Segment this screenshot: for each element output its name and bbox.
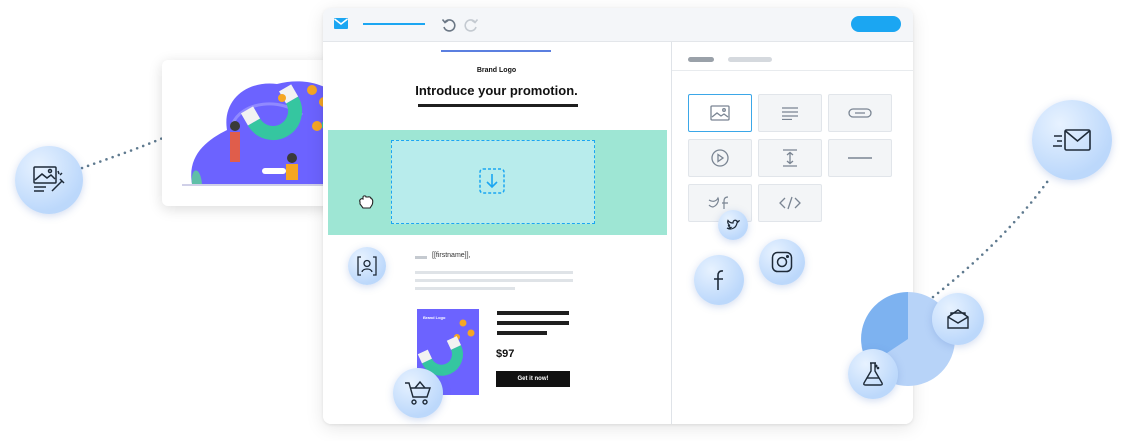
image-dropzone[interactable] [391, 140, 595, 224]
download-arrow-icon [479, 168, 505, 194]
headline-underline [418, 104, 578, 107]
magic-image-icon [33, 166, 65, 192]
email-canvas: Brand Logo Introduce your promotion. [[f… [323, 42, 670, 424]
ab-test-bubble[interactable] [848, 349, 898, 399]
product-magnet-art [417, 319, 475, 376]
facebook-bubble[interactable] [694, 255, 744, 305]
envelope-logo-icon [334, 18, 348, 29]
magic-image-bubble[interactable] [15, 146, 83, 214]
code-block[interactable] [758, 184, 822, 222]
image-dropzone-block[interactable] [328, 130, 667, 235]
image-icon [710, 105, 730, 121]
open-mail-bubble[interactable] [932, 293, 984, 345]
cta-button-label: Get it now! [517, 376, 549, 382]
facebook-icon [714, 270, 724, 290]
twitter-bubble[interactable] [718, 210, 748, 240]
header-selection-bar [441, 50, 551, 52]
product-image[interactable]: Brand Logo [417, 309, 479, 395]
body-text-line-3 [415, 287, 515, 290]
product-brand-logo: Brand Logo [423, 315, 446, 320]
instagram-bubble[interactable] [759, 239, 805, 285]
pie-slice-dark [861, 292, 908, 365]
redo-icon[interactable] [463, 17, 479, 33]
instagram-icon [771, 251, 793, 273]
button-icon [848, 108, 872, 118]
editor-toolbar [323, 8, 913, 42]
subject-line-placeholder[interactable] [363, 23, 425, 25]
social-icon [708, 196, 729, 209]
greeting-dash [415, 256, 427, 259]
save-button[interactable] [851, 16, 901, 32]
cta-button[interactable]: Get it now! [496, 371, 570, 387]
personalization-bubble[interactable] [348, 247, 386, 285]
panel-header-divider [672, 70, 913, 71]
code-icon [779, 196, 801, 210]
product-title-line-3 [497, 331, 547, 335]
tab-settings[interactable] [728, 57, 772, 62]
text-icon [782, 107, 798, 120]
send-mail-icon [1053, 129, 1091, 151]
basket-icon [405, 380, 431, 405]
product-title-line-1 [497, 311, 569, 315]
product-price: $97 [496, 348, 515, 360]
body-text-line-2 [415, 279, 573, 282]
shop-basket-bubble[interactable] [393, 368, 443, 418]
send-mail-bubble[interactable] [1032, 100, 1112, 180]
twitter-icon [726, 219, 740, 230]
product-title-line-2 [497, 321, 569, 325]
body-text-line-1 [415, 271, 573, 274]
brand-logo-text: Brand Logo [476, 67, 517, 74]
headline-text[interactable]: Introduce your promotion. [415, 83, 578, 98]
video-icon [711, 149, 729, 167]
flask-icon [863, 362, 883, 386]
open-mail-icon [947, 309, 969, 329]
image-block[interactable] [688, 94, 752, 132]
divider-icon [848, 157, 872, 159]
divider-block[interactable] [828, 139, 892, 177]
tab-blocks[interactable] [688, 57, 714, 62]
video-block[interactable] [688, 139, 752, 177]
spacer-block[interactable] [758, 139, 822, 177]
greeting-text[interactable]: [[firstname]], [432, 252, 471, 259]
undo-icon[interactable] [441, 17, 457, 33]
text-block[interactable] [758, 94, 822, 132]
hand-cursor-icon [359, 195, 374, 209]
button-block[interactable] [828, 94, 892, 132]
email-editor-window: Brand Logo Introduce your promotion. [[f… [323, 8, 913, 424]
user-frame-icon [357, 256, 377, 276]
spacer-icon [783, 149, 797, 167]
